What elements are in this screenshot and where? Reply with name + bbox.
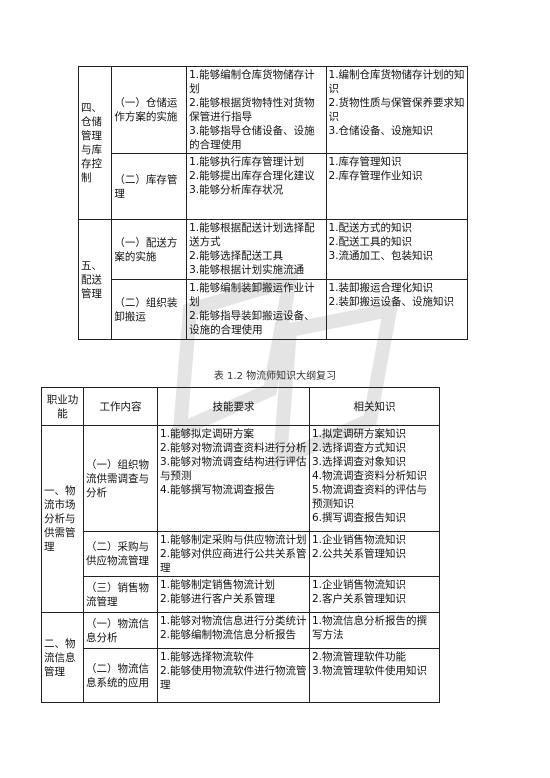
knowledge-line: 3.仓储设备、设施知识 — [328, 125, 434, 137]
logistics-outline-table: 职业功能 工作内容 技能要求 相关知识 一、物流市场分析与供需管理 （一）组织物… — [41, 387, 440, 703]
skills-cell: 1.能够制定销售物流计划 2.能够进行客户关系管理 — [157, 576, 310, 613]
knowledge-cell: 1.企业销售物流知识 2.公共关系管理知识 — [309, 531, 440, 577]
knowledge-cell: 1.库存管理知识 2.库存管理作业知识 — [325, 153, 469, 220]
skill-line: 2.能够对供应商进行公共关系管理 — [160, 548, 307, 574]
table-row: （三）销售物流管理 1.能够制定销售物流计划 2.能够进行客户关系管理 1.企业… — [42, 576, 440, 613]
knowledge-line: 2.客户关系管理知识 — [312, 593, 407, 605]
skill-line: 4.能够撰写物流调查报告 — [160, 484, 276, 496]
skill-line: 1.能够拟定调研方案 — [160, 428, 255, 440]
skill-line: 3.能够分析库存状况 — [189, 184, 284, 196]
work-content-cell: （二）组织装卸搬运 — [111, 279, 188, 340]
skill-line: 2.能够使用物流软件进行物流管理 — [160, 665, 307, 691]
skill-line: 1.能够制定销售物流计划 — [160, 579, 276, 591]
skills-cell: 1.能够执行库存管理计划 2.能够提出库存合理化建议 3.能够分析库存状况 — [186, 153, 327, 220]
function-cell: 二、物流信息管理 — [41, 612, 84, 703]
column-header: 工作内容 — [83, 387, 158, 426]
skill-line: 2.能够编制物流信息分析报告 — [160, 629, 297, 641]
table-row: 二、物流信息管理 （一）物流信息分析 1.能够对物流信息进行分类统计 2.能够编… — [41, 612, 440, 703]
table-row: 一、物流市场分析与供需管理 （一）组织物流供需调查与分析 1.能够拟定调研方案 … — [41, 425, 440, 613]
knowledge-line: 2.公共关系管理知识 — [312, 548, 407, 560]
work-content-cell: （二）采购与供应物流管理 — [83, 531, 158, 577]
knowledge-line: 1.物流信息分析报告的撰写方法 — [312, 615, 428, 641]
skill-line: 3.能够指导仓储设备、设施的合理使用 — [189, 125, 315, 151]
knowledge-line: 1.装卸搬运合理化知识 — [328, 282, 434, 294]
column-header: 职业功能 — [41, 387, 84, 426]
table-header-row: 职业功能 工作内容 技能要求 相关知识 — [41, 387, 440, 426]
function-cell: 五、配送管理 — [77, 219, 113, 340]
work-content-cell: （二）库存管理 — [111, 153, 188, 220]
skills-cell: 1.能够编制装卸搬运作业计划 2.能够指导装卸搬运设备、设施的合理使用 — [186, 279, 327, 340]
knowledge-cell: 1.配送方式的知识 2.配送工具的知识 3.流通加工、包装知识 — [325, 219, 469, 280]
table-row: 五、配送管理 （一）配送方案的实施 1.能够根据配送计划选择配送方式 2.能够选… — [77, 219, 469, 340]
skill-line: 2.能够指导装卸搬运设备、设施的合理使用 — [189, 310, 315, 336]
skill-line: 2.能够提出库存合理化建议 — [189, 170, 315, 182]
knowledge-line: 2.选择调查方式知识 — [312, 442, 407, 454]
knowledge-line: 3.选择调查对象知识 — [312, 456, 407, 468]
knowledge-line: 1.配送方式的知识 — [328, 222, 413, 234]
knowledge-cell: 1.物流信息分析报告的撰写方法 — [309, 612, 440, 649]
knowledge-line: 2.配送工具的知识 — [328, 236, 413, 248]
knowledge-line: 4.物流调查资料分析知识 — [312, 470, 428, 482]
knowledge-line: 6.撰写调查报告知识 — [312, 512, 407, 524]
skill-line: 1.能够执行库存管理计划 — [189, 156, 305, 168]
skill-line: 1.能够选择物流软件 — [160, 651, 255, 663]
function-cell: 一、物流市场分析与供需管理 — [41, 425, 84, 613]
skill-line: 2.能够选择配送工具 — [189, 250, 284, 262]
skill-line: 1.能够编制仓库货物储存计划 — [189, 69, 315, 95]
knowledge-line: 1.拟定调研方案知识 — [312, 428, 407, 440]
work-content-cell: （二）物流信息系统的应用 — [83, 648, 158, 703]
knowledge-cell: 1.企业销售物流知识 2.客户关系管理知识 — [309, 576, 440, 613]
knowledge-line: 1.企业销售物流知识 — [312, 579, 407, 591]
knowledge-line: 1.库存管理知识 — [328, 156, 402, 168]
skill-line: 3.能够对物流调查结构进行评估与预测 — [160, 456, 307, 482]
knowledge-cell: 1.拟定调研方案知识 2.选择调查方式知识 3.选择调查对象知识 4.物流调查资… — [309, 425, 440, 532]
knowledge-line: 3.流通加工、包装知识 — [328, 250, 434, 262]
knowledge-cell: 2.物流管理软件功能 3.物流管理软件使用知识 — [309, 648, 440, 703]
work-content-cell: （一）仓储运作方案的实施 — [111, 66, 188, 154]
column-header: 技能要求 — [157, 387, 310, 426]
skill-line: 1.能够制定采购与供应物流计划 — [160, 534, 307, 546]
skill-line: 1.能够根据配送计划选择配送方式 — [189, 222, 315, 248]
table-row: 四、仓储管理与库存控制 （一）仓储运作方案的实施 1.能够编制仓库货物储存计划 … — [77, 66, 469, 220]
skill-line: 3.能够根据计划实施流通 — [189, 264, 305, 276]
knowledge-cell: 1.编制仓库货物储存计划的知识 2.货物性质与保管保养要求知识 3.仓储设备、设… — [325, 66, 469, 154]
work-content-cell: （一）物流信息分析 — [83, 612, 158, 649]
knowledge-cell: 1.装卸搬运合理化知识 2.装卸搬运设备、设施知识 — [325, 279, 469, 340]
skills-cell: 1.能够编制仓库货物储存计划 2.能够根据货物特性对货物保管进行指导 3.能够指… — [186, 66, 327, 154]
knowledge-line: 3.物流管理软件使用知识 — [312, 665, 428, 677]
work-content-cell: （一）组织物流供需调查与分析 — [83, 425, 158, 532]
skill-line: 1.能够编制装卸搬运作业计划 — [189, 282, 315, 308]
skill-line: 2.能够对物流调查资料进行分析 — [160, 442, 307, 454]
knowledge-line: 1.编制仓库货物储存计划的知识 — [328, 69, 465, 95]
knowledge-line: 2.装卸搬运设备、设施知识 — [328, 296, 455, 308]
skills-cell: 1.能够选择物流软件 2.能够使用物流软件进行物流管理 — [157, 648, 310, 703]
work-content-cell: （三）销售物流管理 — [83, 576, 158, 613]
knowledge-line: 2.库存管理作业知识 — [328, 170, 423, 182]
skills-cell: 1.能够拟定调研方案 2.能够对物流调查资料进行分析 3.能够对物流调查结构进行… — [157, 425, 310, 532]
storage-distribution-table: 四、仓储管理与库存控制 （一）仓储运作方案的实施 1.能够编制仓库货物储存计划 … — [77, 66, 469, 340]
knowledge-line: 5.物流调查资料的评估与预测知识 — [312, 484, 428, 510]
table-row: （二）库存管理 1.能够执行库存管理计划 2.能够提出库存合理化建议 3.能够分… — [79, 153, 469, 220]
skill-line: 2.能够根据货物特性对货物保管进行指导 — [189, 97, 315, 123]
function-cell: 四、仓储管理与库存控制 — [77, 66, 113, 220]
knowledge-line: 2.货物性质与保管保养要求知识 — [328, 97, 465, 123]
skills-cell: 1.能够制定采购与供应物流计划 2.能够对供应商进行公共关系管理 — [157, 531, 310, 577]
skill-line: 2.能够进行客户关系管理 — [160, 593, 276, 605]
table-row: （二）物流信息系统的应用 1.能够选择物流软件 2.能够使用物流软件进行物流管理… — [42, 648, 440, 703]
skills-cell: 1.能够根据配送计划选择配送方式 2.能够选择配送工具 3.能够根据计划实施流通 — [186, 219, 327, 280]
table-row: （二）采购与供应物流管理 1.能够制定采购与供应物流计划 2.能够对供应商进行公… — [42, 531, 440, 577]
table-row: （二）组织装卸搬运 1.能够编制装卸搬运作业计划 2.能够指导装卸搬运设备、设施… — [79, 279, 469, 340]
skills-cell: 1.能够对物流信息进行分类统计 2.能够编制物流信息分析报告 — [157, 612, 310, 649]
column-header: 相关知识 — [309, 387, 440, 426]
skill-line: 1.能够对物流信息进行分类统计 — [160, 615, 307, 627]
knowledge-line: 1.企业销售物流知识 — [312, 534, 407, 546]
knowledge-line: 2.物流管理软件功能 — [312, 651, 407, 663]
table-caption: 表 1.2 物流师知识大纲复习 — [213, 371, 337, 382]
work-content-cell: （一）配送方案的实施 — [111, 219, 188, 280]
